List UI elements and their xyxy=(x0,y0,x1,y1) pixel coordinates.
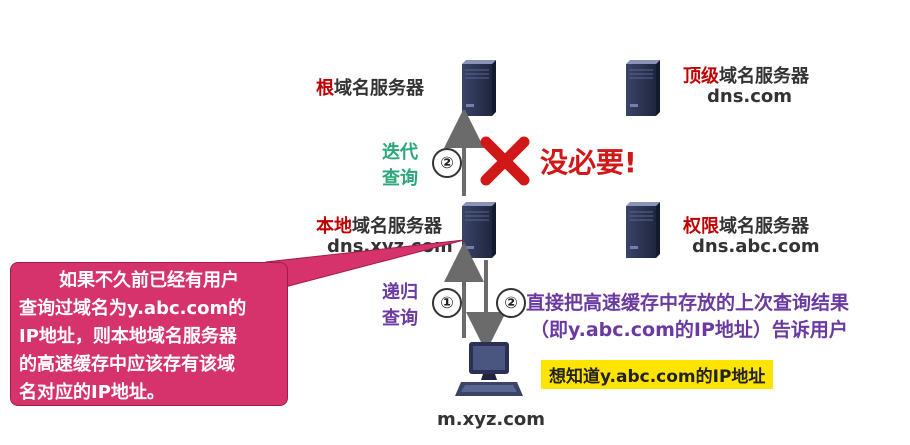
auth-server-domain: dns.abc.com xyxy=(692,236,820,257)
tld-server-label: 顶级域名服务器 xyxy=(683,66,809,87)
local-server-label: 本地域名服务器 xyxy=(316,216,442,237)
iterative-step-number: ② xyxy=(432,148,462,178)
reply-step-number: ② xyxy=(496,288,526,318)
iterative-label-2: 查询 xyxy=(382,168,418,189)
callout-line: 如果不久前已经有用户 xyxy=(59,270,239,291)
callout-line: 名对应的IP地址。 xyxy=(19,382,165,403)
host-question: 想知道y.abc.com的IP地址 xyxy=(541,360,774,389)
reply-text-2: （即y.abc.com的IP地址）告诉用户 xyxy=(530,319,848,341)
root-server-label: 根域名服务器 xyxy=(316,78,424,99)
query-arrows xyxy=(444,110,506,350)
recursive-step-number: ① xyxy=(432,288,462,318)
cache-callout: 如果不久前已经有用户 查询过域名为y.abc.com的 IP地址，则本地域名服务… xyxy=(10,262,288,406)
host-name: m.xyz.com xyxy=(437,409,546,430)
not-needed-text: 没必要! xyxy=(540,146,637,179)
auth-server-label: 权限域名服务器 xyxy=(683,216,809,237)
recursive-label-1: 递归 xyxy=(382,282,418,303)
recursive-label-2: 查询 xyxy=(382,308,418,329)
callout-line: IP地址，则本地域名服务器 xyxy=(19,326,237,347)
host-computer-icon xyxy=(455,342,523,396)
callout-line: 查询过域名为y.abc.com的 xyxy=(19,298,247,319)
callout-line: 的高速缓存中应该存有该域 xyxy=(19,354,235,375)
tld-server-domain: dns.com xyxy=(707,86,793,107)
reply-text-1: 直接把高速缓存中存放的上次查询结果 xyxy=(526,292,850,314)
cross-icon xyxy=(480,136,530,186)
iterative-label-1: 迭代 xyxy=(382,142,418,163)
